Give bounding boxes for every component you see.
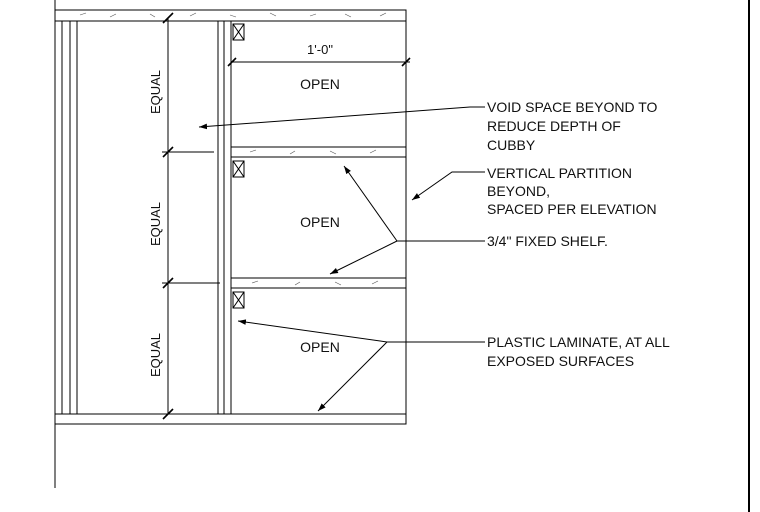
open-label-top: OPEN: [300, 76, 340, 92]
laminate-arrow-bottom: [317, 341, 388, 412]
note-void-space-line-3: CUBBY: [487, 137, 536, 153]
fixed-shelf-arrow-upper: [343, 165, 398, 242]
fixed-shelf-lower: [230, 277, 407, 289]
note-void-space-line-2: REDUCE DEPTH OF: [487, 118, 621, 134]
left-side-panel: [61, 21, 78, 414]
note-laminate: PLASTIC LAMINATE, AT ALL EXPOSED SURFACE…: [487, 334, 670, 369]
note-partition-line-2: BEYOND,: [487, 183, 550, 199]
note-laminate-line-1: PLASTIC LAMINATE, AT ALL: [487, 334, 670, 350]
equal-label-bottom: EQUAL: [148, 333, 163, 377]
open-label-middle: OPEN: [300, 214, 340, 230]
note-vertical-partition: VERTICAL PARTITION BEYOND, SPACED PER EL…: [487, 165, 657, 217]
note-fixed-shelf-line-1: 3/4" FIXED SHELF.: [487, 233, 608, 249]
note-void-space-line-1: VOID SPACE BEYOND TO: [487, 99, 657, 115]
note-void-space: VOID SPACE BEYOND TO REDUCE DEPTH OF CUB…: [487, 99, 657, 153]
void-space-leader: [198, 106, 485, 130]
open-label-bottom: OPEN: [300, 339, 340, 355]
equal-label-top: EQUAL: [148, 70, 163, 114]
top-slab: [54, 9, 407, 22]
vertical-partition-leader: [411, 171, 485, 201]
height-dimension: [162, 12, 220, 420]
note-fixed-shelf: 3/4" FIXED SHELF.: [487, 233, 608, 249]
fixed-shelf-upper: [230, 146, 407, 158]
fixed-shelf-arrow-lower: [329, 240, 398, 275]
note-partition-line-1: VERTICAL PARTITION: [487, 165, 632, 181]
note-laminate-line-2: EXPOSED SURFACES: [487, 353, 634, 369]
bottom-base: [54, 413, 407, 425]
width-dimension: [227, 57, 411, 67]
note-partition-line-3: SPACED PER ELEVATION: [487, 201, 657, 217]
laminate-arrow-left: [237, 319, 388, 343]
width-dimension-label: 1'-0": [307, 42, 333, 57]
vertical-partition: [217, 21, 245, 414]
equal-label-middle: EQUAL: [148, 202, 163, 246]
